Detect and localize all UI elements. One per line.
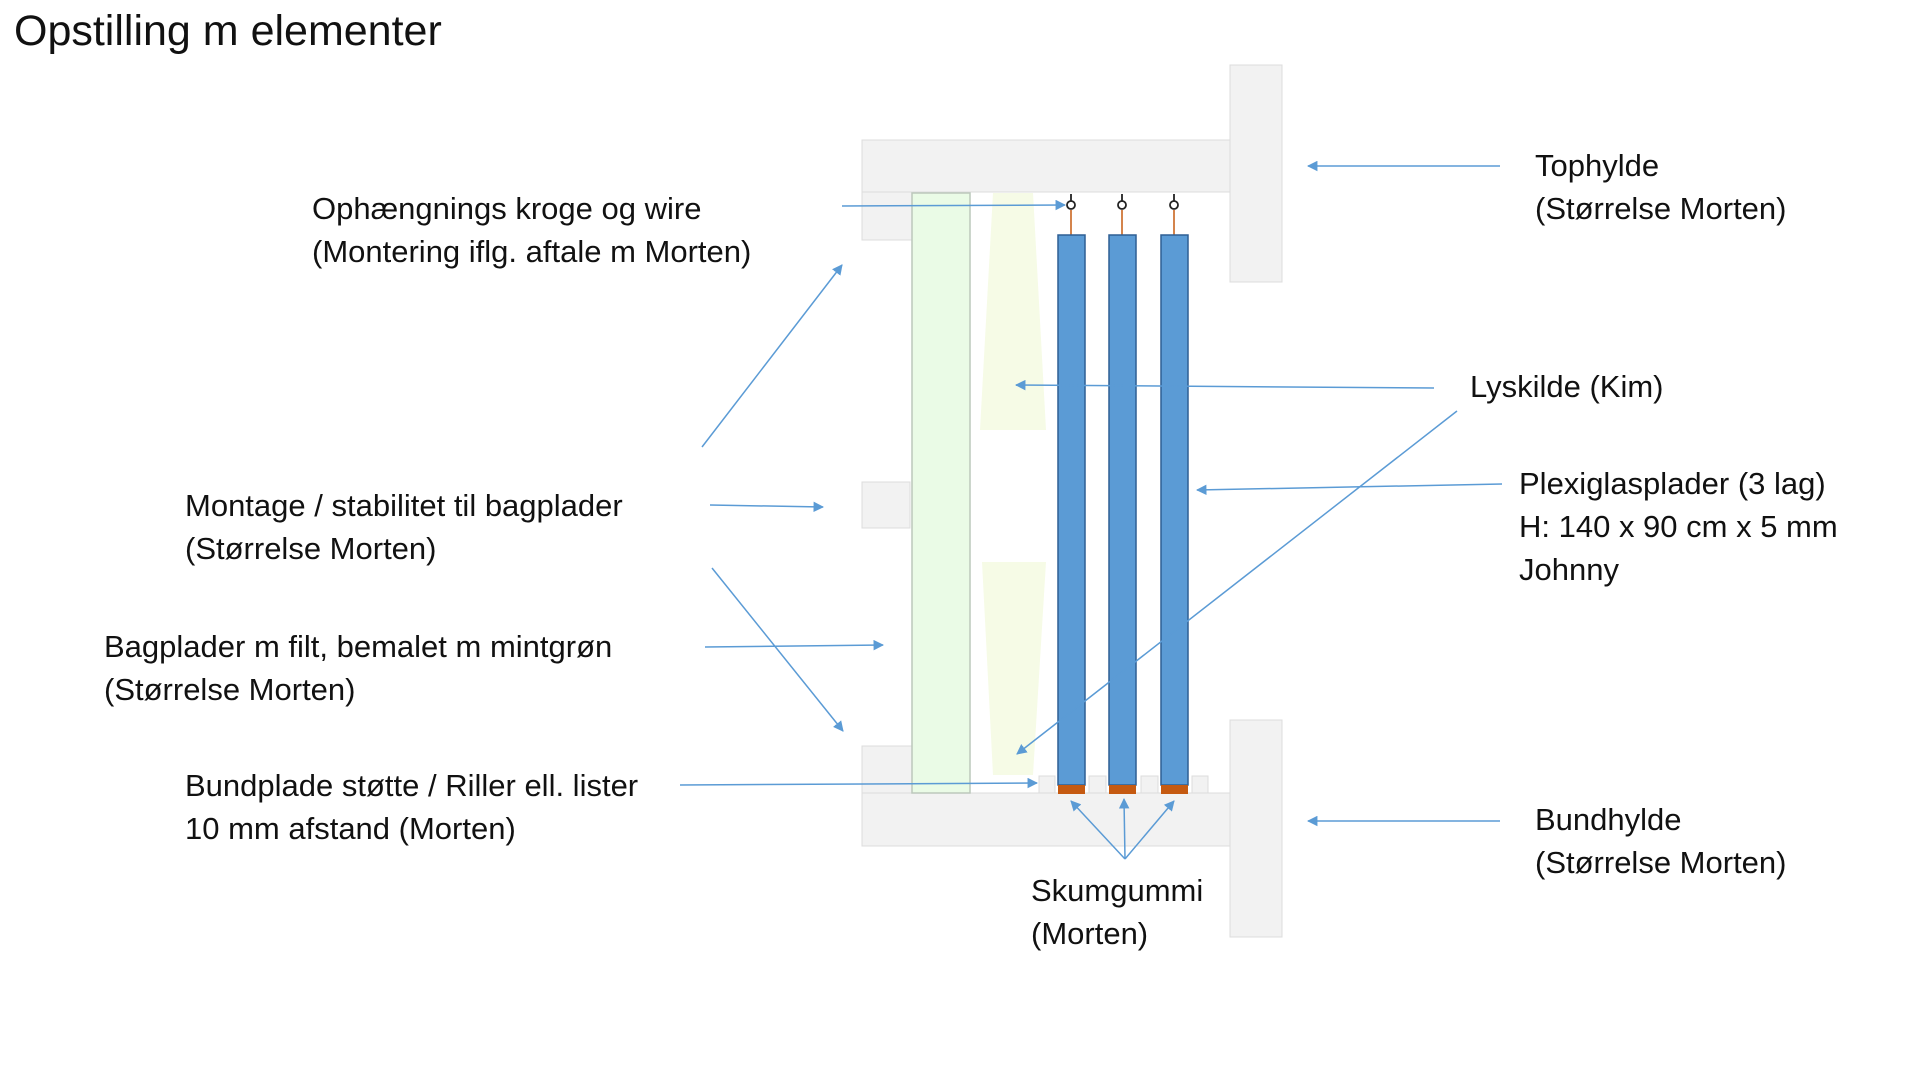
callout-arrows bbox=[679, 160, 1503, 860]
support-spacers bbox=[1038, 775, 1209, 794]
arrow-light-bottom bbox=[1016, 410, 1458, 755]
foam-strip bbox=[1161, 785, 1188, 794]
light-glow-top bbox=[980, 193, 1046, 430]
hook-icon bbox=[1169, 194, 1179, 210]
spacer bbox=[1088, 775, 1107, 794]
light-source-label: Lyskilde (Kim) bbox=[1470, 369, 1664, 404]
hooks-and-wires bbox=[1066, 194, 1179, 235]
top-shelf-label: Tophylde(Størrelse Morten) bbox=[1535, 148, 1787, 226]
bottom-shelf-label: Bundhylde(Størrelse Morten) bbox=[1535, 802, 1787, 880]
bottom-shelf-board bbox=[861, 792, 1233, 847]
page-title: Opstilling m elementer bbox=[14, 7, 442, 55]
spacer bbox=[1191, 775, 1209, 794]
arrow-mount-down bbox=[711, 567, 844, 732]
arrow-foam bbox=[1124, 800, 1175, 860]
back-panel bbox=[911, 192, 971, 794]
mount-label: Montage / stabilitet til bagplader(Størr… bbox=[185, 488, 623, 566]
arrow-plexi bbox=[1195, 483, 1503, 496]
arrow-foam bbox=[1118, 797, 1130, 860]
top-shelf-board bbox=[861, 139, 1233, 193]
spacer bbox=[1038, 775, 1056, 794]
top-shelf-wall-bracket bbox=[1229, 64, 1283, 283]
arrow-light bbox=[1014, 379, 1435, 391]
plexiglass-panel bbox=[1160, 234, 1189, 786]
light-glow-bottom bbox=[982, 562, 1046, 775]
mount-block bbox=[861, 481, 911, 529]
hook-icon bbox=[1066, 194, 1076, 210]
arrow-back-panel bbox=[704, 639, 885, 651]
arrow-foam bbox=[1070, 800, 1126, 860]
bottom-shelf-wall-bracket bbox=[1229, 719, 1283, 938]
spacer bbox=[1140, 775, 1159, 794]
back-panel-label: Bagplader m filt, bemalet m mintgrøn(Stø… bbox=[104, 629, 613, 707]
bottom-shelf-small-block bbox=[861, 745, 915, 794]
foam-strip bbox=[1109, 785, 1136, 794]
hooks-label: Ophængnings kroge og wire(Montering iflg… bbox=[312, 191, 752, 269]
arrow-mount-up bbox=[701, 264, 843, 448]
foam-strip bbox=[1058, 785, 1085, 794]
arrow-support bbox=[679, 777, 1039, 789]
plexiglass-panel bbox=[1108, 234, 1137, 786]
hook-icon bbox=[1117, 194, 1127, 210]
plexiglass-label: Plexiglasplader (3 lag)H: 140 x 90 cm x … bbox=[1519, 466, 1838, 587]
plexiglass-panel bbox=[1057, 234, 1086, 786]
foam-label: Skumgummi(Morten) bbox=[1031, 873, 1204, 951]
arrow-hooks bbox=[841, 199, 1067, 211]
arrow-mount bbox=[709, 501, 825, 513]
top-shelf bbox=[861, 64, 1283, 283]
top-shelf-small-block bbox=[861, 191, 915, 241]
